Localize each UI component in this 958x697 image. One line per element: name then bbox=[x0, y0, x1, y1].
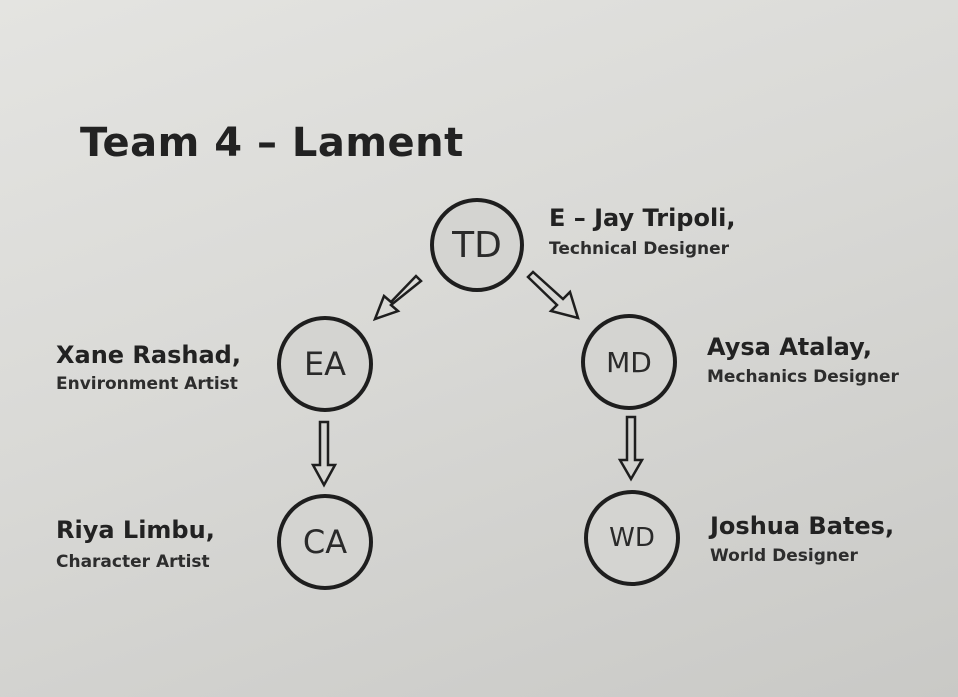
member-role-td: Technical Designer bbox=[549, 239, 730, 259]
arrow-ea-to-ca bbox=[310, 420, 338, 488]
member-role-ea: Environment Artist bbox=[56, 374, 238, 394]
member-role-md: Mechanics Designer bbox=[707, 367, 899, 387]
node-environment-artist: EA bbox=[277, 316, 373, 412]
node-technical-designer: TD bbox=[430, 198, 524, 292]
member-name-ca: Riya Limbu, bbox=[56, 516, 215, 544]
node-world-designer: WD bbox=[584, 490, 680, 586]
node-character-artist: CA bbox=[277, 494, 373, 590]
node-mechanics-designer: MD bbox=[581, 314, 677, 410]
member-name-md: Aysa Atalay, bbox=[707, 333, 873, 361]
member-name-wd: Joshua Bates, bbox=[710, 512, 895, 540]
diagram-title: Team 4 – Lament bbox=[80, 120, 464, 166]
member-name-td: E – Jay Tripoli, bbox=[549, 204, 736, 232]
node-abbreviation: CA bbox=[302, 523, 348, 561]
member-role-ca: Character Artist bbox=[56, 552, 210, 572]
node-abbreviation: WD bbox=[609, 523, 655, 553]
node-abbreviation: TD bbox=[452, 224, 502, 266]
node-abbreviation: EA bbox=[303, 345, 347, 383]
arrow-td-to-md bbox=[526, 270, 580, 320]
member-name-ea: Xane Rashad, bbox=[56, 341, 241, 369]
member-role-wd: World Designer bbox=[710, 546, 858, 566]
node-abbreviation: MD bbox=[606, 345, 652, 379]
arrow-td-to-ea bbox=[372, 274, 423, 322]
arrow-md-to-wd bbox=[617, 415, 645, 482]
